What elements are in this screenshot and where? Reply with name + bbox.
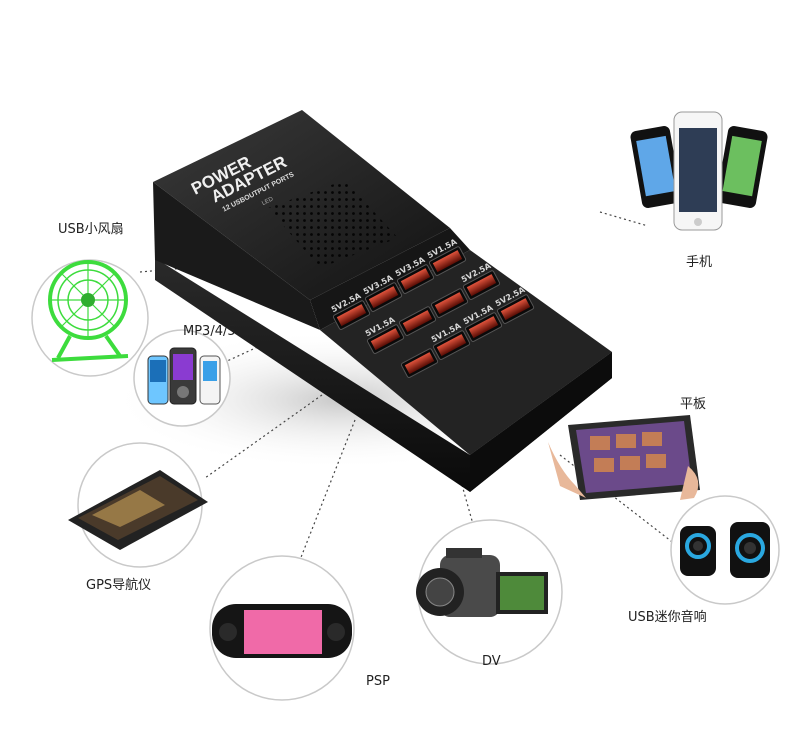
usb-port [400, 348, 439, 378]
usb-port [398, 306, 437, 336]
label-usb-speaker: USB迷你音响 [628, 610, 707, 625]
camcorder-device [416, 519, 563, 665]
label-phone: 手机 [686, 255, 713, 270]
label-tablet: 平板 [680, 397, 707, 412]
label-mp3: MP3/4/5 [183, 324, 236, 339]
usb-port [430, 288, 469, 318]
label-gps: GPS导航仪 [86, 578, 152, 593]
label-usb-fan: USB小风扇 [58, 222, 124, 237]
smartphones-device [630, 111, 768, 231]
psp-device [209, 555, 355, 701]
label-psp: PSP [366, 674, 390, 689]
usb-speaker-device [670, 495, 780, 605]
mp3-player-device [133, 329, 231, 427]
label-dv: DV [482, 654, 501, 669]
gps-navigator-device [68, 442, 208, 568]
tablet-device [548, 415, 700, 500]
usb-charger [153, 110, 612, 492]
led-label: LED [261, 196, 275, 207]
usb-fan-device [31, 259, 149, 377]
